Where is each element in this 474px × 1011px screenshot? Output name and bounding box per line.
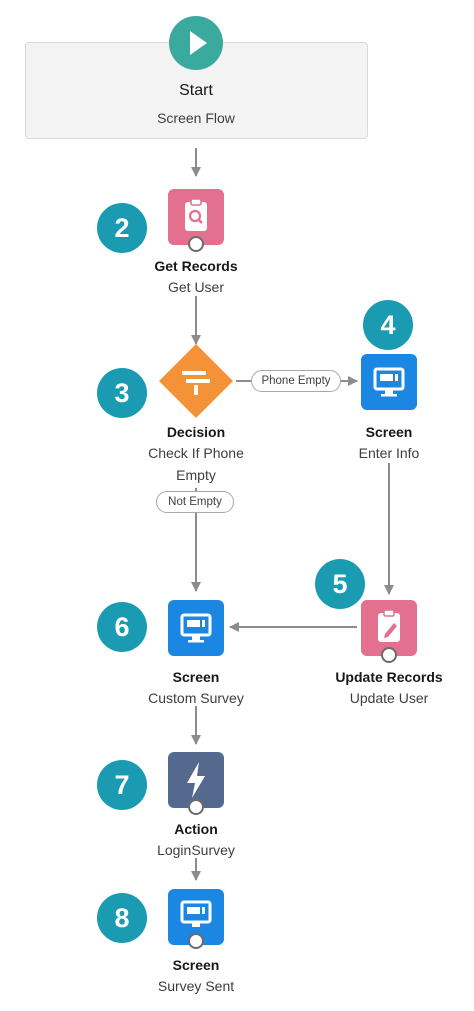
screen-icon	[373, 367, 405, 397]
update-records-node[interactable]	[361, 600, 417, 656]
node-type-label: Get Records	[154, 258, 238, 274]
screen-node-custom-survey[interactable]	[168, 600, 224, 656]
connector-label-phone-empty[interactable]: Phone Empty	[251, 370, 341, 392]
decision-node[interactable]	[157, 342, 235, 420]
node-label-line-2: Empty	[176, 467, 216, 483]
get-records-icon	[185, 198, 207, 231]
node-label: Custom Survey	[148, 690, 244, 706]
step-number-badge: 2	[97, 203, 147, 253]
step-number-badge: 3	[97, 368, 147, 418]
action-node[interactable]	[168, 752, 224, 808]
connector-label-not-empty[interactable]: Not Empty	[156, 491, 234, 513]
node-type-label: Decision	[166, 424, 226, 440]
node-type-label: Action	[174, 821, 218, 837]
step-number-badge: 4	[363, 300, 413, 350]
action-icon	[187, 762, 205, 798]
screen-node-enter-info[interactable]	[361, 354, 417, 410]
update-records-icon	[378, 609, 400, 642]
connector-anchor[interactable]	[188, 933, 204, 949]
step-number-badge: 8	[97, 893, 147, 943]
node-label: LoginSurvey	[157, 842, 235, 858]
start-icon[interactable]	[169, 16, 223, 70]
node-type-label: Screen	[172, 669, 220, 685]
start-title: Start	[179, 82, 213, 99]
connector-anchor[interactable]	[381, 647, 397, 663]
start-subtitle: Screen Flow	[157, 110, 235, 126]
screen-icon	[180, 613, 212, 643]
screen-icon	[180, 900, 212, 927]
node-label: Get User	[167, 279, 224, 295]
step-number-badge: 6	[97, 602, 147, 652]
node-type-label: Update Records	[335, 669, 443, 685]
node-label-line-1: Check If Phone	[148, 445, 244, 461]
step-number-badge: 5	[315, 559, 365, 609]
screen-node-survey-sent[interactable]	[168, 889, 224, 945]
node-label: Enter Info	[358, 445, 420, 461]
node-type-label: Screen	[172, 957, 220, 973]
decision-icon	[182, 371, 210, 395]
node-type-label: Screen	[365, 424, 413, 440]
connector-anchor[interactable]	[188, 799, 204, 815]
step-number-badge: 7	[97, 760, 147, 810]
node-label: Survey Sent	[157, 978, 235, 994]
get-records-node[interactable]	[168, 189, 224, 245]
node-label: Update User	[349, 690, 429, 706]
connector-anchor[interactable]	[188, 236, 204, 252]
